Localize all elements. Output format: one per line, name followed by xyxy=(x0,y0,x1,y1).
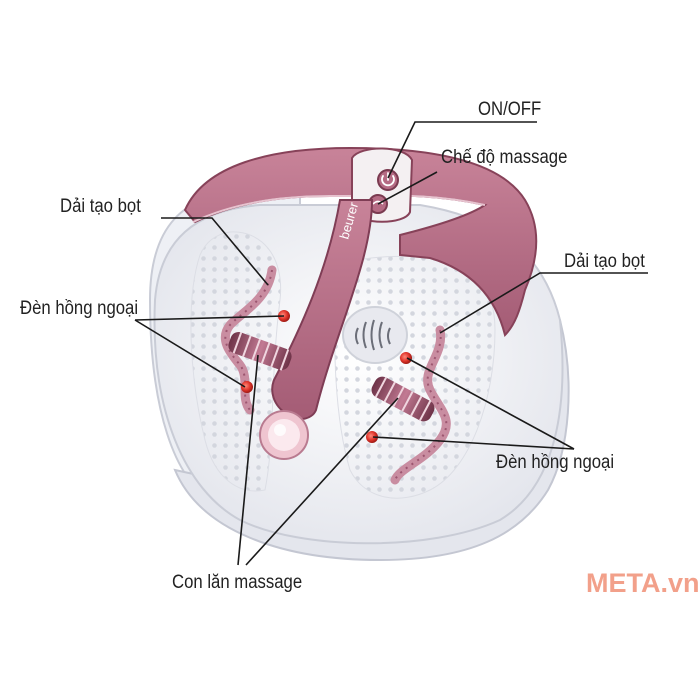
label-dai-tao-bot-left: Dải tạo bọt xyxy=(60,196,141,217)
massage-roller-left xyxy=(228,331,292,371)
center-handle: beurer xyxy=(271,199,374,421)
leader-den-hong-ngoai-left-1 xyxy=(134,315,285,321)
massage-roller-right xyxy=(371,376,435,422)
leader-on-off xyxy=(387,121,537,179)
leader-den-hong-ngoai-right-2 xyxy=(372,436,575,450)
leader-lines xyxy=(134,121,648,566)
label-den-hong-ngoai-right: Đèn hồng ngoại xyxy=(496,452,615,473)
label-on-off: ON/OFF xyxy=(478,99,542,120)
infrared-light-left-bottom xyxy=(241,381,253,393)
label-con-lan-massage: Con lăn massage xyxy=(172,572,303,593)
on-off-button[interactable] xyxy=(377,169,399,191)
label-che-do-massage: Chế độ massage xyxy=(441,147,568,168)
leader-che-do-massage xyxy=(377,171,438,205)
leader-den-hong-ngoai-right-1 xyxy=(406,357,575,450)
leader-dai-tao-bot-right xyxy=(439,272,648,334)
label-dai-tao-bot-right: Dải tạo bọt xyxy=(564,251,645,272)
bubble-strip-right xyxy=(390,325,451,485)
leader-con-lan-2 xyxy=(245,397,399,566)
leader-dai-tao-bot-left xyxy=(161,217,269,286)
leader-den-hong-ngoai-left-2 xyxy=(134,319,246,388)
infrared-light-right-bottom xyxy=(366,431,378,443)
meta-watermark: META.vn xyxy=(586,568,700,598)
label-den-hong-ngoai-left: Đèn hồng ngoại xyxy=(20,298,139,319)
infrared-light-right-top xyxy=(400,352,412,364)
leader-con-lan-1 xyxy=(237,354,259,566)
water-vent xyxy=(342,306,408,364)
pedicure-attachment[interactable] xyxy=(259,410,309,460)
